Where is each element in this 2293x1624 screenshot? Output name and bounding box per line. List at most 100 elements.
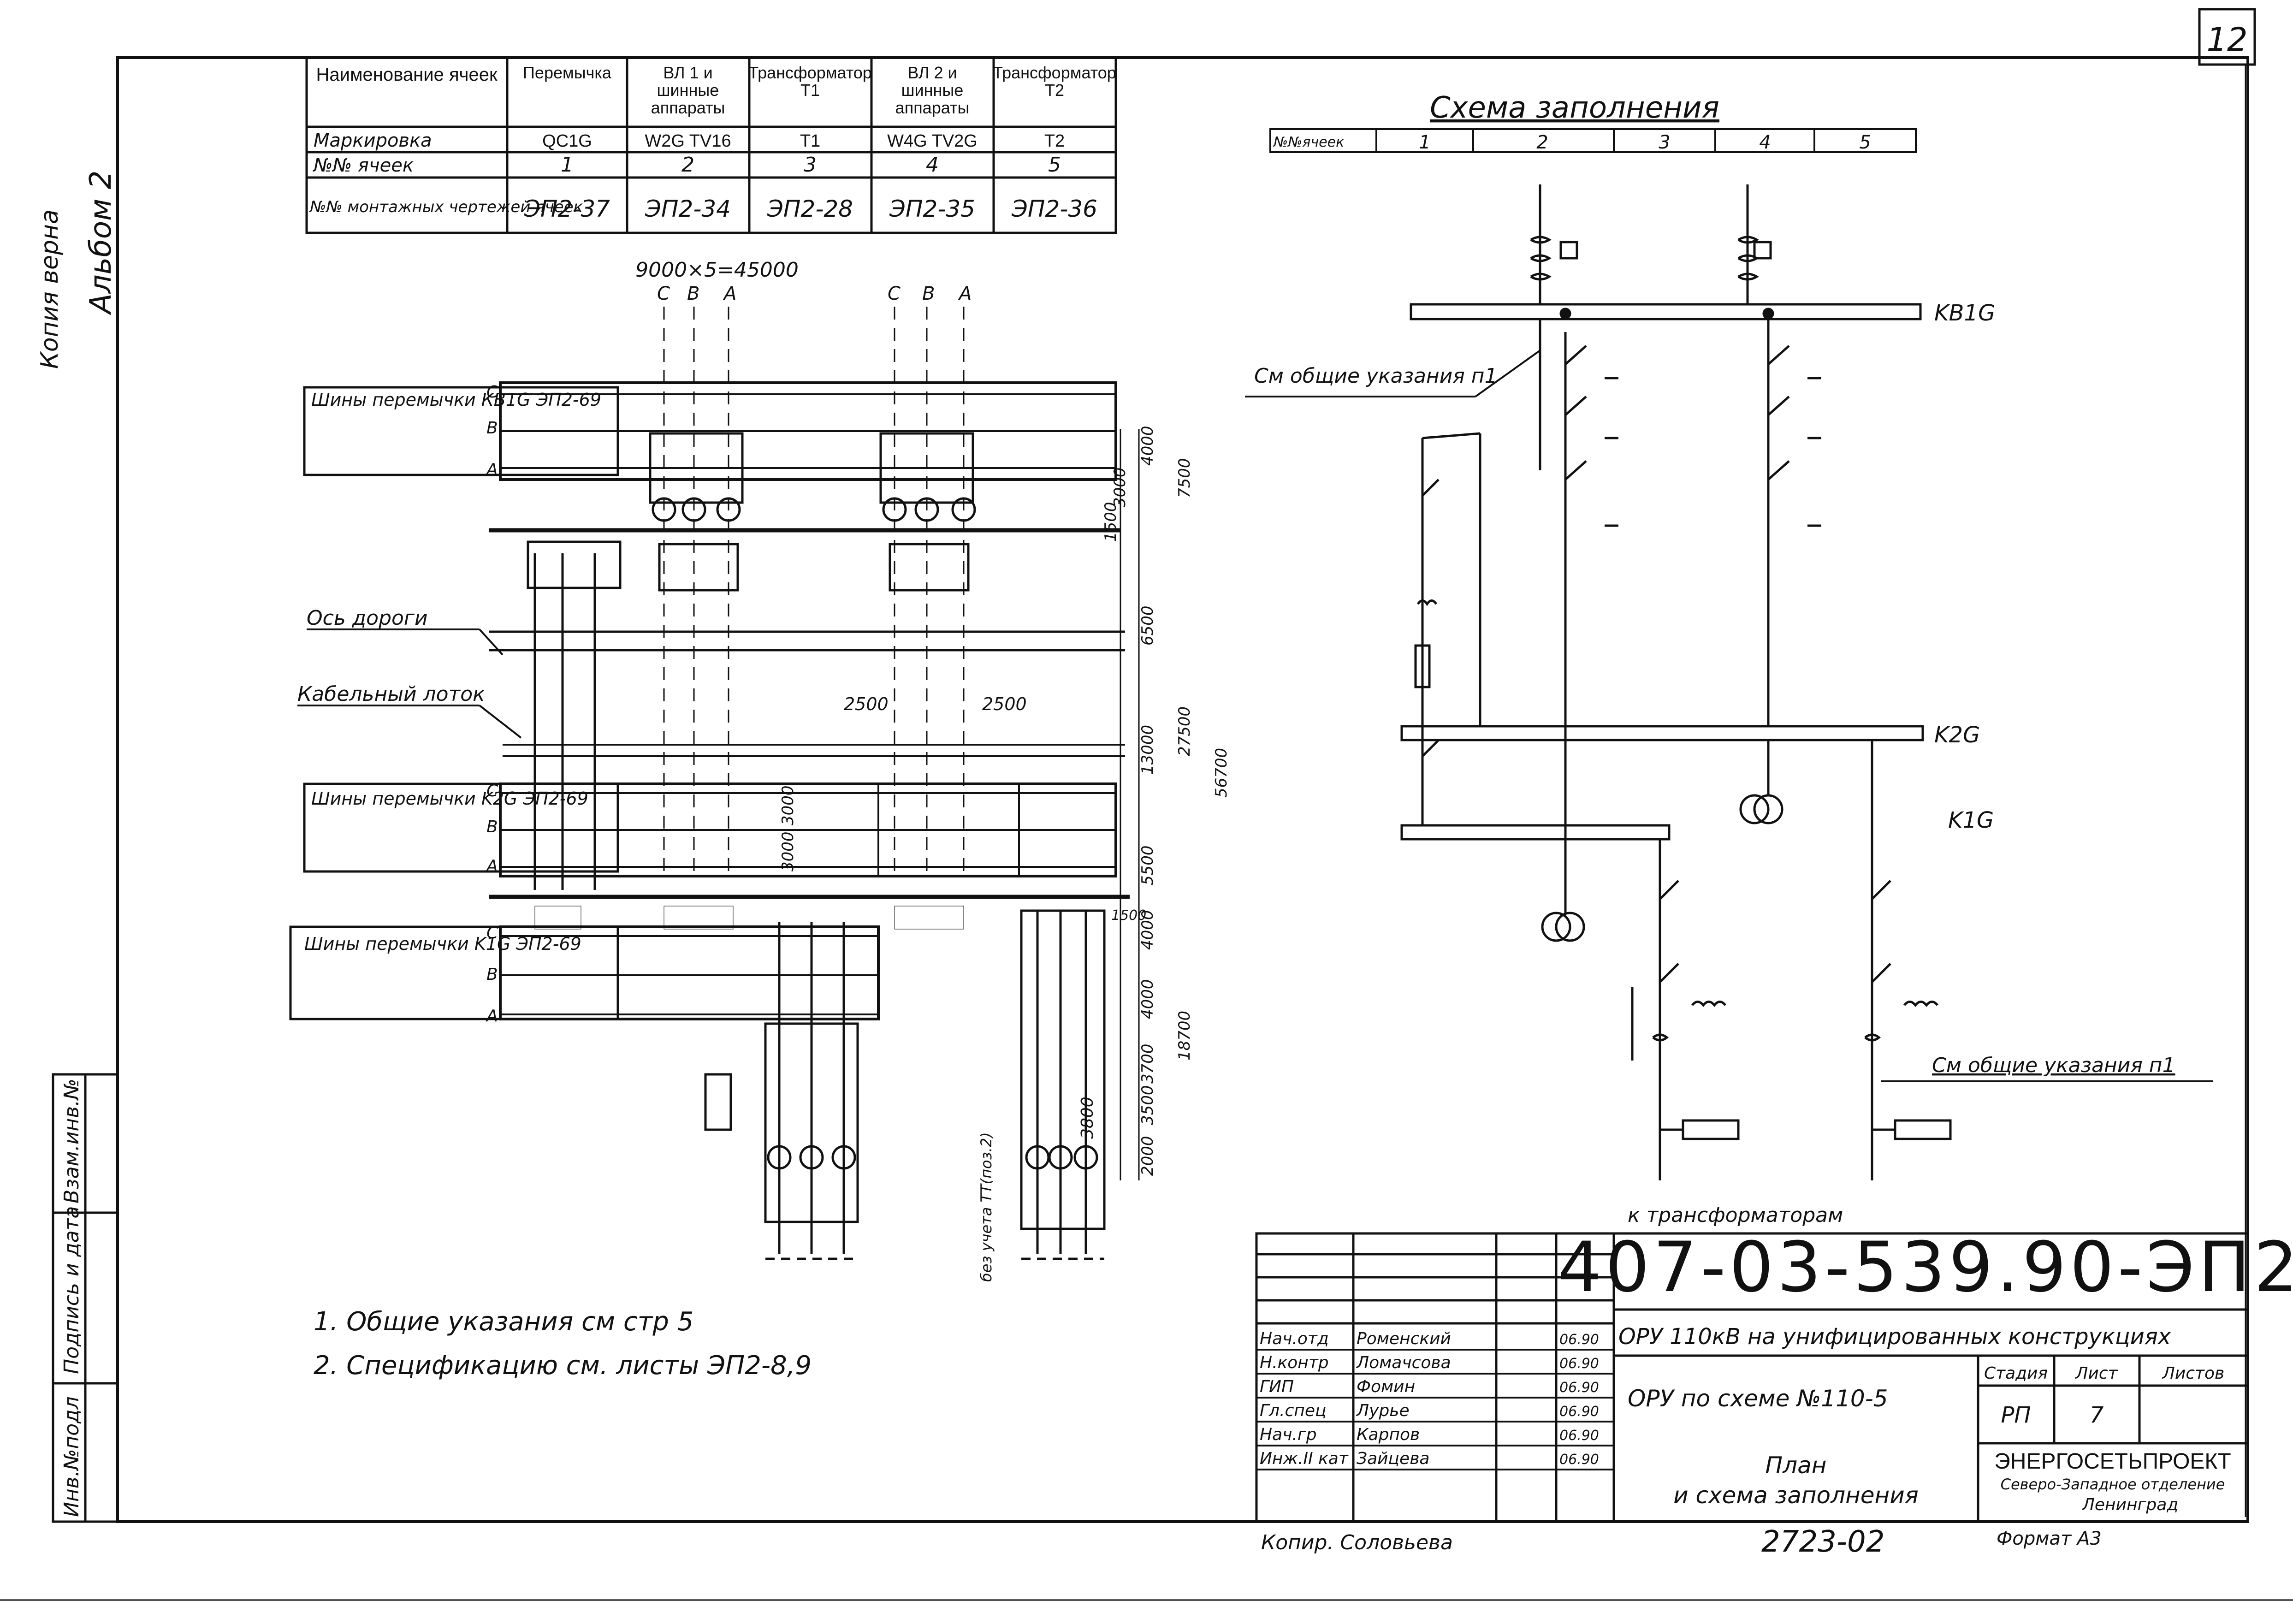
- road-axis-label: Ось дороги: [307, 606, 428, 630]
- dim-chain-label-5: 6500: [1138, 605, 1157, 646]
- phase-markers-group-2: С В А: [888, 283, 972, 304]
- album-label: Альбом 2: [84, 171, 118, 315]
- staff-name-4: Лурье: [1356, 1401, 1410, 1420]
- scheme-verticals: [1479, 433, 1770, 839]
- cell-name-3-line-1: Трансформатор: [748, 63, 872, 82]
- note-1: 1. Общие указания см стр 5: [314, 1307, 693, 1337]
- staff-role-1: Нач.отд: [1260, 1329, 1329, 1348]
- scheme-cell-1: 1: [1419, 132, 1430, 153]
- row-header-marking: Маркировка: [314, 130, 432, 151]
- bus-label-k1g: K1G: [1948, 807, 1994, 833]
- staff-role-4: Гл.спец: [1260, 1401, 1327, 1420]
- cable-tray-leader-tip: [479, 705, 522, 739]
- transformer-bay-t2: [1020, 909, 1106, 1260]
- cell-num-3: 3: [804, 153, 817, 177]
- org-city: Ленинград: [2081, 1495, 2178, 1514]
- bus-kb1g: [303, 381, 1117, 481]
- cell-name-2-line-3: аппараты: [651, 98, 725, 117]
- dim-2500-left: 2500: [844, 694, 889, 714]
- cell-dwg-3: ЭП2-28: [767, 196, 853, 222]
- scheme-name: ОРУ по схеме №110-5: [1628, 1385, 1888, 1412]
- bus-k1g-label: Шины перемычки K1G ЭП2-69: [304, 934, 581, 954]
- cell-dwg-1: ЭП2-37: [524, 196, 610, 222]
- side-stamp-cell-3: Взам.инв.№: [60, 1079, 83, 1203]
- bus-label-kb1g: KB1G: [1934, 300, 1995, 326]
- feeder-cell-3: [1631, 839, 1740, 1180]
- feeder-cell-2: [1530, 184, 1618, 542]
- staff-role-3: ГИП: [1260, 1377, 1294, 1396]
- cell-num-1: 1: [561, 153, 574, 177]
- phase-marker-5: В: [922, 283, 935, 304]
- bus-kb1g-label: Шины перемычки КВ1G ЭП2-69: [311, 390, 601, 410]
- staff-date-5: 06.90: [1559, 1428, 1599, 1444]
- org-name: ЭНЕРГОСЕТЬПРОЕКТ: [1994, 1449, 2231, 1474]
- staff-date-2: 06.90: [1559, 1356, 1599, 1372]
- sheet-number: 12: [2206, 21, 2247, 59]
- staff-role-6: Инж.II кат: [1260, 1449, 1349, 1468]
- kb1g-phase-c: С: [486, 383, 498, 402]
- copied-by: Копир. Соловьева: [1261, 1531, 1453, 1554]
- portal-cell-1: [527, 540, 622, 890]
- row-header-drawings: №№ монтажных чертежей ячеек: [309, 198, 583, 216]
- dim-chain: [1120, 429, 1140, 1180]
- scheme-cell-numbers: 1 2 3 4 5: [1419, 132, 1871, 153]
- phase-marker-3: А: [723, 283, 736, 304]
- scheme-cell-4: 4: [1759, 132, 1771, 153]
- cell-name-3-line-2: Т1: [800, 81, 820, 100]
- cell-table: Наименование ячеек Маркировка №№ ячеек №…: [305, 56, 1117, 234]
- layout-plan: 9000×5=45000 С В А С В А Шины пе: [289, 258, 1231, 1282]
- dim-3800: 3800: [1078, 1096, 1097, 1139]
- transformer-t2-symbol: [1739, 740, 1783, 824]
- dim-3000-a: 3000: [779, 831, 797, 871]
- scheme-cells-header-box: [1269, 128, 1917, 153]
- cell-dwg-5: ЭП2-36: [1011, 196, 1097, 222]
- dim-chain-label-15: 2000: [1138, 1136, 1157, 1176]
- k2g-phase-c: С: [486, 782, 498, 800]
- scheme-note-ref-1-tip: [1475, 350, 1541, 397]
- staff-name-2: Ломачсова: [1356, 1353, 1451, 1372]
- staff-date-4: 06.90: [1559, 1404, 1599, 1420]
- cell-mark-2: W2G TV16: [645, 131, 731, 151]
- dim-chain-label-7: 27500: [1175, 706, 1194, 756]
- dim-2500-right: 2500: [982, 694, 1027, 714]
- bus-label-k2g: K2G: [1934, 722, 1980, 748]
- sheet-frame: [0, 8, 2293, 1601]
- span-note: 9000×5=45000: [635, 258, 799, 282]
- scheme-buses: [1400, 303, 1924, 841]
- k1g-phase-a: А: [486, 1007, 498, 1025]
- format-label: Формат А3: [1997, 1528, 2102, 1549]
- cell-dwg-2: ЭП2-34: [645, 196, 731, 222]
- k2g-phase-a: А: [486, 857, 498, 876]
- dim-chain-label-9: 5500: [1138, 845, 1157, 885]
- doc-code: 407-03-539.90-ЭП2: [1558, 1227, 2293, 1308]
- sheet-number-value: 7: [2090, 1402, 2104, 1428]
- sheet-name-1: План: [1766, 1452, 1827, 1479]
- dim-1500-a: 1500: [1111, 907, 1146, 924]
- bus-k1g: [289, 906, 964, 1020]
- scheme-note-ref-2: См общие указания п1: [1932, 1054, 2175, 1077]
- cell-name-2-line-1: ВЛ 1 и: [663, 63, 712, 82]
- cable-tray-label: Кабельный лоток: [297, 682, 485, 706]
- row-header-names-line: Наименование ячеек: [316, 65, 498, 85]
- scheme-cell-5: 5: [1859, 132, 1871, 153]
- dim-chain-label-14: 18700: [1175, 1011, 1194, 1061]
- phase-marker-1: С: [657, 283, 670, 304]
- cell-num-2: 2: [681, 153, 694, 177]
- cell-name-5-line-1: Трансформатор: [993, 63, 1116, 82]
- cell-name-4-line-3: аппараты: [895, 98, 970, 117]
- fill-scheme: Схема заполнения №№ячеек 1 2 3 4 5 KB1G …: [1245, 91, 2213, 1227]
- dim-chain-label-1: 1500: [1102, 502, 1120, 542]
- cell-name-2-line-2: шинные: [657, 81, 719, 100]
- no-tt-note: без учета ТТ(поз.2): [978, 1132, 995, 1282]
- dim-chain-label-8: 56700: [1212, 748, 1231, 798]
- dim-chain-label-11: 4000: [1138, 979, 1157, 1019]
- to-transformers: к трансформаторам: [1628, 1203, 1843, 1227]
- cell-name-4-line-1: ВЛ 2 и: [907, 63, 957, 82]
- cell-num-5: 5: [1048, 153, 1061, 177]
- cell-name-5-line-2: Т2: [1045, 81, 1064, 100]
- transformer-t1-symbol: [1541, 839, 1585, 942]
- side-stamp: [52, 1073, 119, 1523]
- copy-note: Копия верна: [36, 209, 64, 369]
